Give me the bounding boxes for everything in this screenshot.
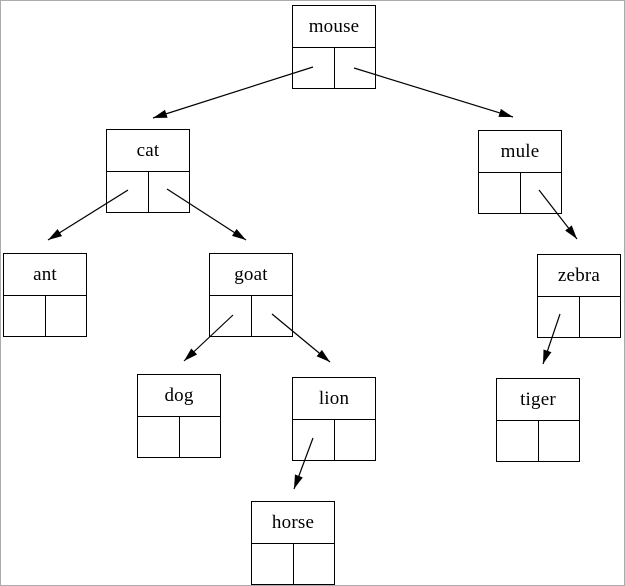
edge-cat-right-to-goat (166, 188, 247, 241)
right-pointer-cell (46, 296, 87, 336)
tree-node-mule: mule (478, 130, 562, 214)
edge-cat-left-to-ant (47, 189, 129, 241)
tree-node-cat: cat (106, 129, 190, 213)
node-label: ant (4, 254, 86, 296)
pointer-cells (252, 544, 334, 584)
tree-node-dog: dog (137, 374, 221, 458)
left-pointer-cell (293, 48, 335, 88)
tree-node-mouse: mouse (292, 5, 376, 89)
pointer-cells (293, 420, 375, 460)
tree-node-goat: goat (209, 253, 293, 337)
node-label: horse (252, 502, 334, 544)
pointer-cells (293, 48, 375, 88)
left-pointer-cell (497, 421, 539, 461)
edge-mule-right-to-zebra (538, 189, 578, 240)
right-pointer-cell (580, 297, 621, 337)
tree-node-zebra: zebra (537, 254, 621, 338)
pointer-cells (538, 297, 620, 337)
pointer-cells (497, 421, 579, 461)
right-pointer-cell (252, 296, 293, 336)
right-pointer-cell (149, 172, 190, 212)
left-pointer-cell (107, 172, 149, 212)
right-pointer-cell (539, 421, 580, 461)
pointer-cells (4, 296, 86, 336)
node-label: zebra (538, 255, 620, 297)
left-pointer-cell (252, 544, 294, 584)
pointer-cells (479, 173, 561, 213)
node-label: mouse (293, 6, 375, 48)
left-pointer-cell (210, 296, 252, 336)
node-label: goat (210, 254, 292, 296)
right-pointer-cell (294, 544, 335, 584)
node-label: tiger (497, 379, 579, 421)
node-label: dog (138, 375, 220, 417)
right-pointer-cell (521, 173, 562, 213)
tree-node-lion: lion (292, 377, 376, 461)
pointer-cells (138, 417, 220, 457)
pointer-cells (107, 172, 189, 212)
tree-node-horse: horse (251, 501, 335, 585)
node-label: lion (293, 378, 375, 420)
node-label: mule (479, 131, 561, 173)
edge-goat-left-to-dog (183, 314, 234, 362)
edge-goat-right-to-lion (271, 313, 331, 363)
edge-zebra-left-to-tiger (542, 313, 561, 365)
left-pointer-cell (4, 296, 46, 336)
edge-lion-left-to-horse (293, 437, 314, 490)
left-pointer-cell (138, 417, 180, 457)
left-pointer-cell (538, 297, 580, 337)
node-label: cat (107, 130, 189, 172)
left-pointer-cell (479, 173, 521, 213)
pointer-cells (210, 296, 292, 336)
right-pointer-cell (335, 420, 376, 460)
right-pointer-cell (335, 48, 376, 88)
edge-mouse-left-to-cat (152, 66, 314, 119)
left-pointer-cell (293, 420, 335, 460)
tree-node-ant: ant (3, 253, 87, 337)
tree-node-tiger: tiger (496, 378, 580, 462)
edge-mouse-right-to-mule (353, 67, 514, 118)
right-pointer-cell (180, 417, 221, 457)
